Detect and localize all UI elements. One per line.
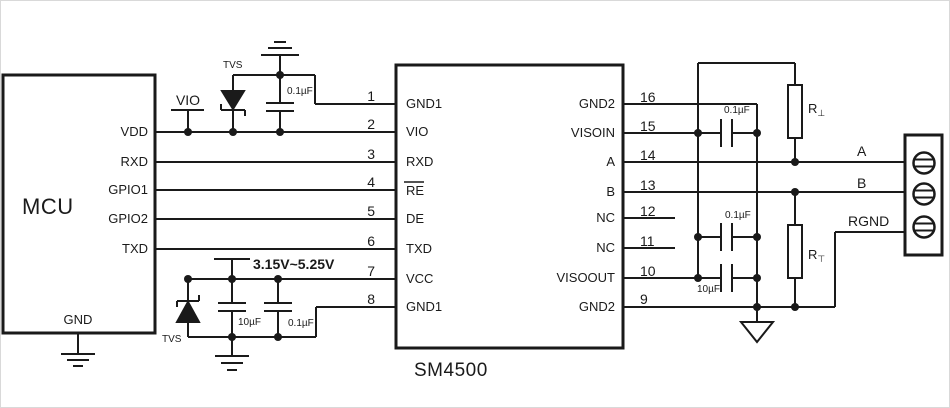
capacitor-right-top-icon — [698, 119, 757, 147]
ground-symbol-top — [261, 41, 299, 56]
ground-symbol-mcu — [61, 333, 95, 367]
resistor-pullup — [787, 84, 803, 139]
pin-number-4: 4 — [367, 174, 375, 190]
mcu-pin-gpio1: GPIO1 — [108, 182, 148, 197]
resistor-pulldown-letter: R — [808, 247, 818, 262]
chip-pin-visoin-label: VISOIN — [570, 125, 615, 140]
resistor-pulldown-subscript: ⊤ — [817, 254, 826, 264]
pin-number-7: 7 — [367, 263, 375, 279]
pin-number-14: 14 — [640, 147, 656, 163]
mcu-title: MCU — [22, 194, 74, 219]
cap-right-mid-label: 0.1µF — [725, 210, 751, 221]
resistor-pulldown — [787, 224, 803, 279]
resistor-pulldown-label: R⊤ — [808, 248, 825, 266]
pin-number-16: 16 — [640, 89, 656, 105]
tvs-diode-bottom-icon — [175, 279, 201, 337]
pin-number-15: 15 — [640, 118, 656, 134]
pin-number-1: 1 — [367, 88, 375, 104]
chip-pin-b-label: B — [606, 184, 615, 199]
mcu-gnd-label: GND — [63, 312, 93, 327]
vio-rail-label: VIO — [175, 92, 201, 108]
chip-pin-re-label: RE — [406, 183, 425, 198]
supply-range-label: 3.15V~5.25V — [253, 256, 335, 272]
chip-title: SM4500 — [414, 360, 488, 381]
chip-pin-a-label: A — [606, 154, 615, 169]
chip-pin-de-label: DE — [406, 211, 425, 226]
junction-dots — [184, 71, 799, 341]
pin-number-5: 5 — [367, 203, 375, 219]
ground-symbol-left — [215, 337, 249, 371]
mcu-pin-rxd: RXD — [120, 154, 148, 169]
chip-pin-gnd2a-label: GND2 — [578, 96, 615, 111]
capacitor-right-bulk-icon — [698, 264, 757, 292]
pin-number-8: 8 — [367, 291, 375, 307]
pin-number-9: 9 — [640, 291, 648, 307]
pin-number-2: 2 — [367, 116, 375, 132]
pin-number-11: 11 — [640, 233, 655, 249]
tvs-bottom-label: TVS — [162, 334, 182, 345]
pin-number-12: 12 — [640, 203, 656, 219]
tvs-top-label: TVS — [223, 60, 243, 71]
chip-pin-visoout-label: VISOOUT — [556, 270, 615, 285]
rgnd-label: RGND — [848, 213, 890, 229]
iso-ground-symbol — [738, 307, 776, 344]
chip-pin-gnd1b-label: GND1 — [406, 299, 443, 314]
resistor-pullup-label: R⊥ — [808, 102, 825, 120]
chip-pin-nc1-label: NC — [596, 210, 615, 225]
capacitor-right-mid-icon — [698, 223, 757, 251]
pin-number-3: 3 — [367, 146, 375, 162]
capacitor-left-icon — [264, 279, 292, 337]
resistor-pullup-subscript: ⊥ — [817, 108, 826, 118]
pin-number-10: 10 — [640, 263, 656, 279]
chip-pin-gnd2b-label: GND2 — [578, 299, 615, 314]
pin-number-6: 6 — [367, 233, 375, 249]
capacitor-bulk-left-icon — [218, 279, 246, 337]
chip-pin-gnd1a-label: GND1 — [406, 96, 443, 111]
mcu-pin-vdd: VDD — [120, 124, 148, 139]
bus-a-label: A — [857, 143, 867, 159]
mcu-pin-txd: TXD — [122, 241, 148, 256]
cap-right-bulk-label: 10µF — [697, 284, 720, 295]
capacitor-top-icon — [266, 75, 294, 132]
chip-pin-rxd-label: RXD — [406, 154, 434, 169]
screw-terminals — [912, 151, 936, 239]
bus-b-label: B — [857, 175, 867, 191]
cap-right-top-label: 0.1µF — [724, 105, 750, 116]
cap-top-label: 0.1µF — [287, 86, 313, 97]
wires — [155, 55, 905, 338]
chip-pin-vcc-label: VCC — [406, 271, 434, 286]
chip-pin-vio-label: VIO — [406, 124, 429, 139]
pin-number-13: 13 — [640, 177, 656, 193]
connector-3pin — [903, 133, 944, 257]
mcu-pin-gpio2: GPIO2 — [108, 211, 148, 226]
chip-box — [394, 63, 625, 350]
cap-bulk-left-label: 10µF — [238, 317, 261, 328]
cap-left-label: 0.1µF — [288, 318, 314, 329]
resistor-pullup-letter: R — [808, 101, 818, 116]
tvs-diode-top-icon — [220, 75, 246, 132]
chip-pin-nc2-label: NC — [596, 240, 615, 255]
chip-pin-txd-label: TXD — [406, 241, 432, 256]
